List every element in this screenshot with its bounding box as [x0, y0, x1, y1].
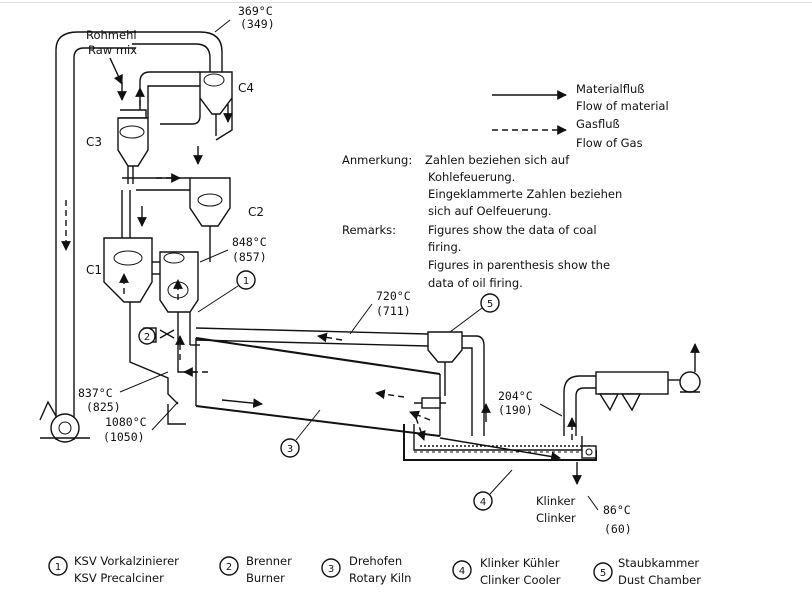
key-label-de: Brenner	[246, 554, 292, 568]
temp-top-coal: 369°C	[238, 4, 273, 18]
legend-gas-en: Flow of Gas	[576, 136, 643, 150]
key-label-de: Drehofen	[349, 554, 402, 568]
temp-precalciner-oil: (857)	[232, 250, 267, 264]
temp-clinker-coal: 86°C	[603, 503, 631, 517]
cyclone-labels: C4 C3 C2 C1	[86, 81, 264, 277]
preheater-tower	[103, 31, 233, 425]
legend-gas-de: Gasfluß	[576, 117, 620, 131]
temp-cooler-exit-coal: 204°C	[498, 389, 533, 403]
key-label-de: KSV Vorkalzinierer	[74, 554, 179, 568]
raw-meal-label-de: Rohmehl	[86, 28, 137, 42]
temp-duct-coal: 720°C	[376, 289, 411, 303]
clinker-output-label: Klinker Clinker	[536, 494, 576, 525]
temp-top-oil: (349)	[240, 17, 275, 31]
notes-rem-line-1: Figures show the data of coal	[428, 223, 597, 237]
temp-kiln-inlet-coal: 1080°C	[105, 415, 147, 429]
legend-material-en: Flow of material	[576, 99, 669, 113]
notes-rem-line-4: data of oil firing.	[428, 276, 523, 290]
key-number: 1	[55, 562, 61, 573]
callout-1: 1	[243, 276, 249, 287]
legend-material-de: Materialfluß	[576, 82, 645, 96]
cyclone-label-c3: C3	[86, 135, 102, 149]
notes-rem-line-3: Figures in parenthesis show the	[428, 258, 610, 272]
raw-meal-label: Rohmehl Raw mix	[86, 28, 137, 85]
key-item: 5 Staubkammer Dust Chamber	[593, 556, 701, 587]
raw-meal-label-en: Raw mix	[88, 43, 137, 57]
key-number: 5	[600, 568, 606, 579]
temp-kiln-inlet-oil: (1050)	[103, 430, 145, 444]
key-label-en: Clinker Cooler	[480, 573, 561, 587]
top-border-line	[0, 2, 812, 3]
temp-cooler-exit-oil: (190)	[498, 403, 533, 417]
cyclone-label-c2: C2	[248, 205, 264, 219]
callout-3: 3	[287, 444, 293, 455]
key-item: 4 Klinker Kühler Clinker Cooler	[452, 556, 561, 587]
temperature-labels: 369°C (349) 848°C (857) 720°C (711) 837°…	[78, 4, 632, 536]
callouts: 1 2 3 4 5	[138, 270, 513, 511]
key-item: 1 KSV Vorkalzinierer KSV Precalciner	[48, 554, 179, 585]
notes-anm-line-3: Eingeklammerte Zahlen beziehen	[428, 187, 622, 201]
equipment-key: 1 KSV Vorkalzinierer KSV Precalciner 2 B…	[48, 554, 701, 587]
temp-riser-oil: (825)	[86, 400, 121, 414]
notes-rem-line-2: firing.	[428, 240, 461, 254]
key-number: 3	[328, 564, 334, 575]
bucket-elevator	[39, 31, 136, 443]
temp-clinker-oil: (60)	[604, 522, 632, 536]
cyclone-label-c1: C1	[86, 263, 102, 277]
callout-2: 2	[144, 332, 150, 343]
cyclone-label-c4: C4	[238, 81, 254, 95]
clinker-label-en: Clinker	[536, 511, 576, 525]
temp-duct-oil: (711)	[376, 304, 411, 318]
notes-anmerkung-label: Anmerkung:	[342, 153, 412, 167]
callout-5: 5	[487, 299, 493, 310]
notes-remarks-label: Remarks:	[342, 223, 396, 237]
notes-block: Anmerkung: Zahlen beziehen sich auf Kohl…	[342, 153, 622, 290]
temp-precalciner-coal: 848°C	[232, 235, 267, 249]
key-item: 3 Drehofen Rotary Kiln	[321, 554, 411, 585]
key-label-de: Staubkammer	[618, 556, 699, 570]
key-label-en: Dust Chamber	[618, 573, 701, 587]
key-label-en: KSV Precalciner	[74, 571, 164, 585]
callout-4: 4	[480, 497, 486, 508]
clinker-cooler	[403, 343, 701, 485]
key-label-de: Klinker Kühler	[480, 556, 560, 570]
key-label-en: Burner	[246, 571, 285, 585]
temp-riser-coal: 837°C	[78, 386, 113, 400]
flow-legend: Materialfluß Flow of material Gasfluß Fl…	[492, 82, 669, 150]
key-number: 4	[459, 566, 465, 577]
clinker-label-de: Klinker	[536, 494, 576, 508]
key-label-en: Rotary Kiln	[349, 571, 411, 585]
notes-anm-line-4: sich auf Oelfeuerung.	[428, 204, 552, 218]
notes-anm-line-1: Zahlen beziehen sich auf	[425, 153, 570, 167]
key-item: 2 Brenner Burner	[219, 554, 292, 585]
dust-chamber	[195, 327, 485, 436]
notes-anm-line-2: Kohlefeuerung.	[428, 170, 515, 184]
rotary-kiln	[195, 332, 446, 437]
key-number: 2	[226, 562, 232, 573]
